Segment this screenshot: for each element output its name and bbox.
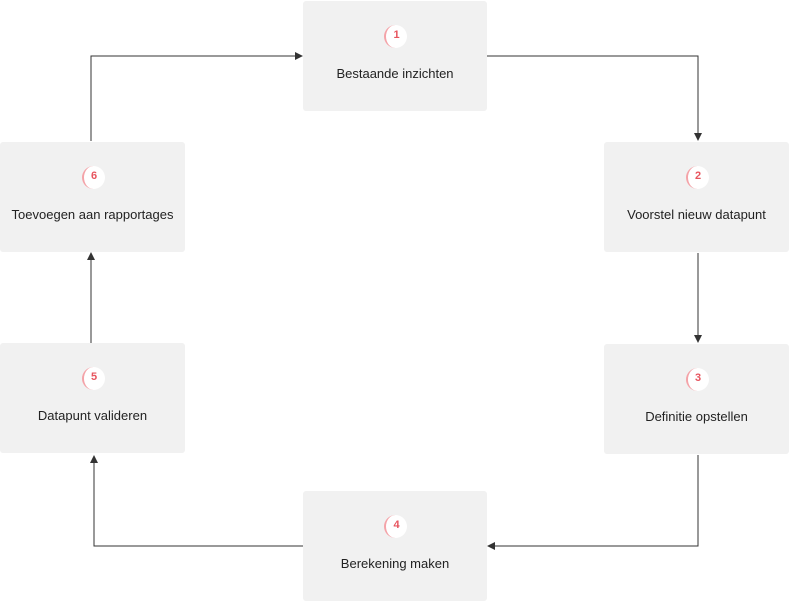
step-number-badge: 4: [384, 515, 407, 538]
step-2-box: 2 Voorstel nieuw datapunt: [604, 142, 789, 252]
connector-4-to-5: [90, 455, 303, 547]
step-3-box: 3 Definitie opstellen: [604, 344, 789, 454]
step-number-badge: 1: [384, 25, 407, 48]
step-4-box: 4 Berekening maken: [303, 491, 487, 601]
step-label: Definitie opstellen: [645, 409, 748, 424]
connector-6-to-1: [90, 52, 303, 141]
step-label: Bestaande inzichten: [336, 66, 454, 81]
connector-3-to-4: [487, 455, 699, 550]
step-number-badge: 5: [81, 367, 105, 390]
step-label: Berekening maken: [340, 556, 450, 571]
connector-1-to-2: [487, 55, 702, 141]
step-number-badge: 3: [685, 368, 709, 391]
step-label: Voorstel nieuw datapunt: [627, 207, 766, 222]
step-label: Datapunt valideren: [37, 408, 148, 423]
step-1-box: 1 Bestaande inzichten: [303, 1, 487, 111]
step-number-badge: 6: [81, 166, 105, 189]
step-label: Toevoegen aan rapportages: [11, 207, 174, 222]
step-6-box: 6 Toevoegen aan rapportages: [0, 142, 185, 252]
step-5-box: 5 Datapunt valideren: [0, 343, 185, 453]
step-number-badge: 2: [685, 166, 709, 189]
